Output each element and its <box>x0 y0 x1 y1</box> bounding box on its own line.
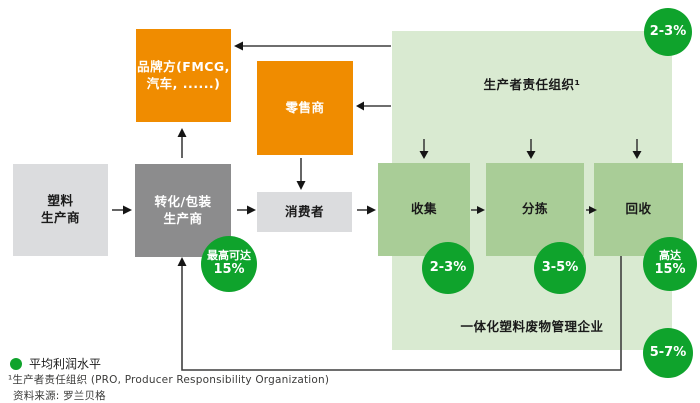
retailer-label: 零售商 <box>285 99 325 115</box>
converter-label-line1: 转化/包装 <box>154 193 212 209</box>
margin-badge-recycling-line2: 15% <box>654 261 686 277</box>
arrow-converter-to-brand-icon <box>177 128 187 158</box>
sorting-label: 分拣 <box>521 201 548 217</box>
sorting-box: 分拣 <box>486 163 584 256</box>
arrow-pro-to-retailer-icon <box>356 101 391 111</box>
margin-badge-recycling-line1: 高达 <box>659 249 681 263</box>
margin-badge-recycling: 高达 15% <box>643 237 697 291</box>
legend-label: 平均利润水平 <box>29 357 102 371</box>
plastic-producer-box: 塑料 生产商 <box>13 164 108 256</box>
arrow-converter-to-consumer-icon <box>237 205 256 215</box>
margin-badge-pro-value: 2-3% <box>649 23 687 39</box>
margin-badge-integrated: 5-7% <box>643 328 693 378</box>
collection-box: 收集 <box>378 163 470 256</box>
plastic-producer-label-line2: 生产商 <box>40 210 80 225</box>
arrow-consumer-to-collection-icon <box>357 205 376 215</box>
margin-badge-converter-line1: 最高可达 <box>207 249 251 263</box>
collection-label: 收集 <box>410 201 437 217</box>
pro-label: 生产者责任组织¹ <box>483 77 581 92</box>
consumer-label: 消费者 <box>284 203 324 219</box>
integrated-waste-management-label: 一体化塑料废物管理企业 <box>460 319 604 334</box>
converter-label-line2: 生产商 <box>163 210 203 226</box>
legend: 平均利润水平 <box>10 355 101 372</box>
brand-owner-label-line2: 汽车, ......) <box>146 75 221 91</box>
margin-badge-collection: 2-3% <box>422 242 474 294</box>
margin-badge-sorting-value: 3-5% <box>541 259 579 275</box>
margin-badge-converter-line2: 15% <box>213 261 245 277</box>
margin-badge-pro: 2-3% <box>644 8 692 56</box>
plastic-producer-label-line1: 塑料 <box>47 193 74 209</box>
converter-packaging-box: 转化/包装 生产商 <box>135 164 231 257</box>
brand-owner-box: 品牌方(FMCG, 汽车, ......) <box>136 29 231 122</box>
arrow-retailer-to-consumer-icon <box>296 158 306 190</box>
brand-owner-label-line1: 品牌方(FMCG, <box>137 58 230 74</box>
margin-badge-converter: 最高可达 15% <box>201 236 257 292</box>
average-profit-dot-icon <box>10 357 22 370</box>
consumer-box: 消费者 <box>257 192 352 232</box>
margin-badge-collection-value: 2-3% <box>429 259 467 275</box>
source-line: 资料来源: 罗兰贝格 <box>13 390 106 402</box>
arrow-pro-to-brand-icon <box>234 41 391 51</box>
pro-footnote: ¹生产者责任组织 (PRO, Producer Responsibility O… <box>8 374 330 386</box>
margin-badge-sorting: 3-5% <box>534 242 586 294</box>
retailer-box: 零售商 <box>257 61 353 155</box>
recycling-label: 回收 <box>625 201 652 217</box>
arrow-plastic-to-converter-icon <box>112 205 132 215</box>
margin-badge-integrated-value: 5-7% <box>649 344 687 360</box>
